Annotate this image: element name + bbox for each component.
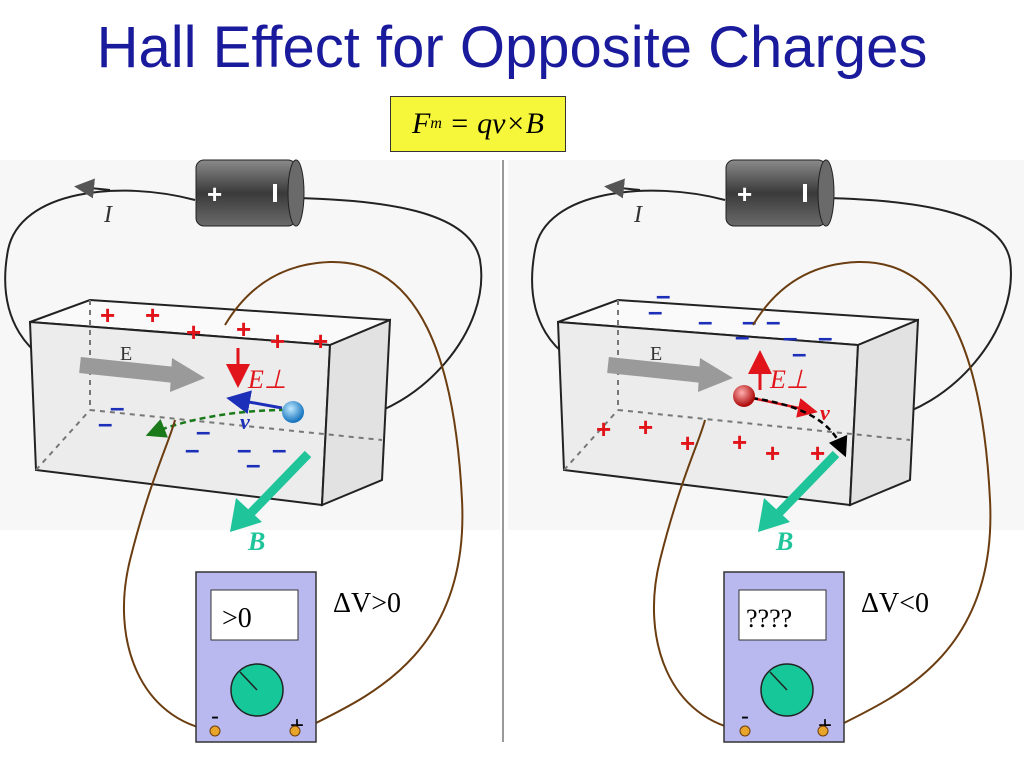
- slide-title: Hall Effect for Opposite Charges: [96, 15, 928, 80]
- right-top-charges: – – – – – – – – –: [648, 280, 832, 368]
- svg-text:–: –: [196, 416, 210, 446]
- svg-text:–: –: [818, 322, 832, 352]
- formula-rhs: = qv×B: [449, 107, 545, 140]
- left-negative-carrier: [282, 401, 304, 423]
- battery: +: [195, 159, 305, 227]
- left-e-field-label: E: [120, 343, 132, 365]
- right-terminal-minus: -: [741, 703, 749, 730]
- svg-text:–: –: [185, 434, 199, 464]
- svg-text:+: +: [313, 326, 328, 356]
- force-symbol: F: [411, 107, 431, 140]
- svg-text:–: –: [98, 408, 112, 438]
- svg-text:–: –: [237, 434, 251, 464]
- right-current-label: I: [633, 202, 643, 228]
- svg-text:+: +: [186, 317, 201, 347]
- svg-text:–: –: [783, 322, 797, 352]
- svg-text:+: +: [638, 412, 653, 442]
- svg-text:+: +: [680, 428, 695, 458]
- right-voltage-text: ΔV<0: [861, 588, 929, 619]
- left-e-perp-label: E⊥: [247, 365, 287, 394]
- svg-text:+: +: [207, 179, 222, 209]
- force-subscript: m: [430, 115, 442, 132]
- left-conductor-block: [28, 298, 392, 507]
- svg-text:+: +: [765, 438, 780, 468]
- svg-text:+: +: [732, 427, 747, 457]
- left-voltmeter: >0 - +: [195, 571, 317, 743]
- right-voltmeter: ???? - +: [723, 571, 845, 743]
- svg-text:+: +: [270, 326, 285, 356]
- right-panel: I + E – – – – – – – – –: [508, 159, 1024, 743]
- svg-text:–: –: [656, 280, 670, 310]
- left-terminal-minus: -: [211, 703, 219, 730]
- right-e-perp-label: E⊥: [769, 365, 809, 394]
- svg-text:–: –: [110, 392, 124, 422]
- right-bottom-charges: + + + + + +: [596, 412, 825, 468]
- left-voltage-text: ΔV>0: [333, 588, 401, 619]
- right-meter-display: ????: [746, 604, 792, 633]
- right-battery: +: [725, 159, 835, 227]
- svg-text:+: +: [737, 179, 752, 209]
- svg-text:+: +: [810, 438, 825, 468]
- svg-text:–: –: [766, 306, 780, 336]
- svg-text:+: +: [236, 314, 251, 344]
- svg-text:+: +: [596, 414, 611, 444]
- right-b-label: B: [775, 527, 793, 556]
- left-top-charges: + + + + + +: [100, 300, 328, 356]
- left-meter-display: >0: [222, 603, 252, 634]
- svg-text:–: –: [246, 449, 260, 479]
- svg-text:–: –: [272, 434, 286, 464]
- svg-text:–: –: [742, 306, 756, 336]
- right-velocity-label: v: [820, 400, 830, 425]
- svg-text:–: –: [792, 338, 806, 368]
- svg-text:–: –: [735, 321, 749, 351]
- current-label: I: [103, 202, 113, 228]
- right-e-field-label: E: [650, 343, 662, 365]
- right-positive-carrier: [733, 385, 755, 407]
- svg-text:+: +: [100, 300, 115, 330]
- left-velocity-label: v: [240, 409, 250, 434]
- svg-text:–: –: [698, 306, 712, 336]
- svg-text:–: –: [648, 296, 662, 326]
- left-panel: I + E + + + + + +: [0, 159, 500, 743]
- svg-text:+: +: [145, 300, 160, 330]
- left-b-label: B: [247, 527, 265, 556]
